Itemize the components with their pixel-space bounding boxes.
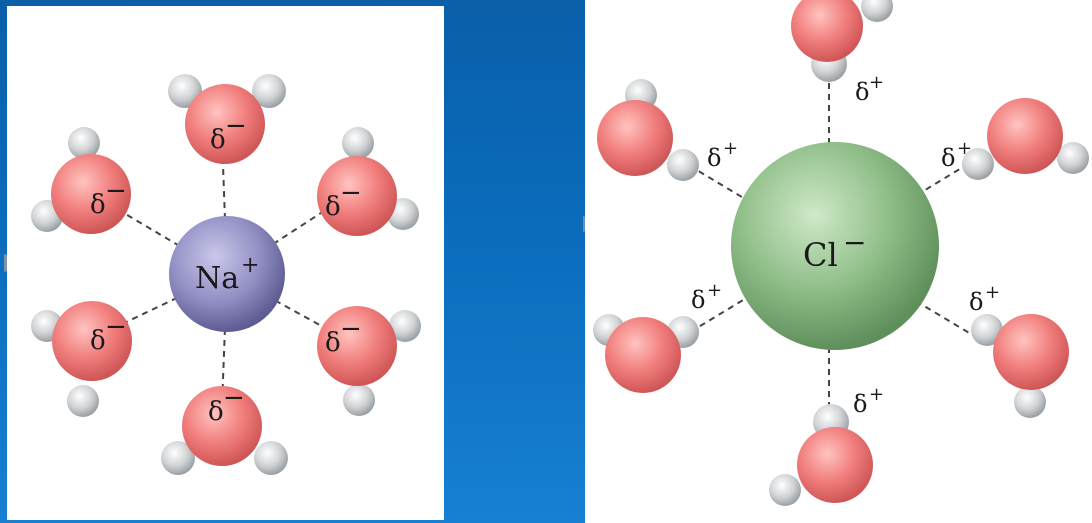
- water-molecule: [317, 306, 421, 416]
- water-molecule: [962, 98, 1089, 180]
- partial-charge-sign: −: [105, 312, 127, 342]
- sodium-hydration-diagram: Na + δ − δ − δ − δ − δ − δ −: [31, 74, 421, 475]
- water-molecule: [31, 301, 132, 417]
- chloride-ion-sphere: [731, 142, 939, 350]
- water-molecule: [971, 314, 1069, 418]
- partial-charge-labels: δ + δ + δ + δ + δ + δ +: [691, 72, 1000, 418]
- partial-charge-sign: −: [225, 111, 247, 141]
- partial-charge-sign: −: [340, 178, 362, 208]
- bond-line: [676, 157, 979, 341]
- partial-charge-sign: −: [223, 383, 245, 413]
- water-molecule: [168, 74, 286, 164]
- sodium-ion-label: Na: [195, 261, 239, 296]
- partial-charge-delta: δ: [325, 192, 341, 222]
- partial-charge-delta: δ: [208, 397, 224, 427]
- sodium-ion-charge: +: [241, 253, 259, 278]
- partial-charge-sign: +: [957, 138, 972, 159]
- water-molecule: [317, 127, 419, 236]
- chloride-ion-charge: −: [843, 226, 866, 259]
- partial-charge-sign: +: [869, 384, 884, 405]
- partial-charge-delta: δ: [90, 190, 106, 220]
- chloride-hydration-diagram: Cl − δ + δ + δ + δ + δ + δ +: [593, 0, 1089, 506]
- partial-charge-delta: δ: [691, 286, 705, 314]
- chloride-ion-label: Cl: [803, 236, 838, 274]
- partial-charge-delta: δ: [855, 78, 869, 106]
- water-molecule: [769, 404, 873, 506]
- chloride-hydration-panel: Cl − δ + δ + δ + δ + δ + δ +: [585, 0, 1092, 523]
- partial-charge-delta: δ: [969, 288, 983, 316]
- partial-charge-delta: δ: [325, 328, 341, 358]
- bond-line: [679, 159, 982, 341]
- water-molecule: [161, 386, 288, 475]
- water-molecule: [593, 314, 699, 393]
- partial-charge-labels: δ − δ − δ − δ − δ − δ −: [90, 111, 362, 427]
- water-molecule: [597, 79, 699, 181]
- ion-water-bonds: [676, 50, 982, 440]
- partial-charge-delta: δ: [90, 326, 106, 356]
- partial-charge-sign: +: [869, 72, 884, 93]
- partial-charge-sign: +: [723, 138, 738, 159]
- water-molecule: [31, 127, 131, 234]
- sodium-ion-sphere: [169, 216, 285, 332]
- partial-charge-sign: −: [340, 314, 362, 344]
- partial-charge-delta: δ: [853, 390, 867, 418]
- sodium-hydration-panel: Na + δ − δ − δ − δ − δ − δ −: [7, 6, 444, 520]
- partial-charge-delta: δ: [707, 144, 721, 172]
- partial-charge-delta: δ: [941, 144, 955, 172]
- partial-charge-delta: δ: [210, 125, 226, 155]
- water-molecule: [791, 0, 893, 82]
- partial-charge-sign: −: [105, 176, 127, 206]
- partial-charge-sign: +: [707, 280, 722, 301]
- partial-charge-sign: +: [985, 282, 1000, 303]
